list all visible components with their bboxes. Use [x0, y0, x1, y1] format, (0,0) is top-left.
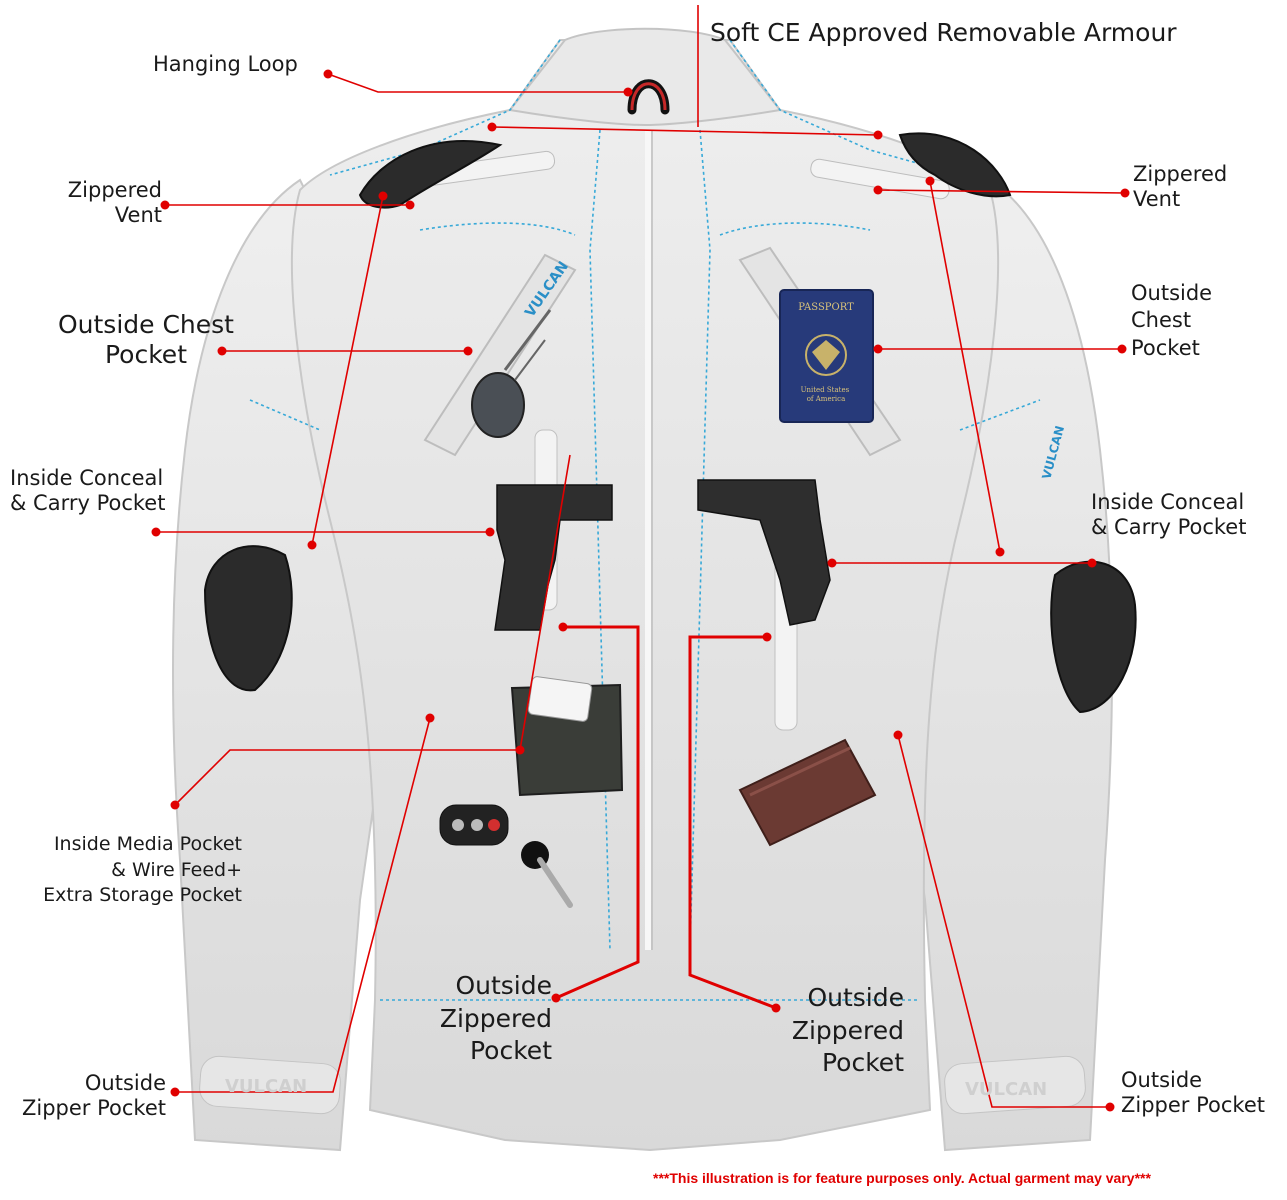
vent-right-line [877, 189, 1126, 194]
label-media: Inside Media Pocket & Wire Feed+ Extra S… [43, 833, 242, 907]
disclaimer: ***This illustration is for feature purp… [653, 1170, 1151, 1186]
passport-country-line: of America [807, 395, 846, 403]
label-conceal-right: Inside Conceal & Carry Pocket [1091, 490, 1247, 540]
wallet [738, 738, 877, 847]
label-conceal-left: Inside Conceal & Carry Pocket [10, 466, 166, 516]
right-elbow-armour [1050, 560, 1137, 714]
sleeve-right-line [897, 734, 1110, 1108]
label-hanging-loop: Hanging Loop [153, 52, 298, 76]
armour-elbow-right-line [929, 180, 1001, 553]
armour-line-left [491, 126, 879, 136]
passport-country-line: United States [801, 386, 850, 394]
label-chest-left: Outside Chest Pocket [57, 310, 234, 369]
label-zipper-right: Outside Zipper Pocket [1121, 1068, 1265, 1118]
callout-dots [151, 69, 1130, 1112]
label-zip-center-left: Outside Zippered Pocket [439, 971, 552, 1065]
car-keys [439, 804, 573, 908]
logo-vulcan-cuff-left: VULCAN [225, 1076, 307, 1097]
zip-left-line [555, 625, 640, 1000]
armour-elbow-left-line [311, 195, 384, 546]
label-vent-right: Zippered Vent [1133, 162, 1228, 212]
left-shoulder-armour [358, 140, 503, 209]
sleeve-left-line [175, 717, 431, 1093]
passport-title: PASSPORT [798, 302, 854, 313]
passport-country: United States of America [801, 386, 852, 403]
right-shoulder-armour [898, 132, 1012, 198]
zip-right-line [688, 635, 777, 1010]
label-vent-left: Zippered Vent [67, 178, 162, 228]
media-line [174, 454, 571, 806]
right-cuff [944, 1055, 1086, 1115]
label-zip-center-right: Outside Zippered Pocket [791, 983, 904, 1077]
media-pouch [510, 676, 624, 797]
sunglasses [471, 309, 552, 438]
label-zipper-left: Outside Zipper Pocket [22, 1071, 166, 1121]
armour-pads [203, 132, 1137, 714]
left-chest-pocket-slot [423, 253, 577, 457]
label-armour: Soft CE Approved Removable Armour [710, 18, 1177, 47]
logo-vulcan-cuff-right: VULCAN [965, 1079, 1047, 1100]
label-chest-right: Outside Chest Pocket [1131, 281, 1213, 360]
passport [779, 289, 874, 423]
left-elbow-armour [203, 545, 293, 692]
callout-lines [156, 5, 1126, 1108]
accessories [439, 289, 877, 908]
left-cuff [199, 1055, 341, 1115]
right-pistol [697, 479, 831, 626]
jacket-body [172, 27, 1113, 1152]
hanging-loop-line [327, 73, 628, 93]
collar [508, 27, 782, 127]
